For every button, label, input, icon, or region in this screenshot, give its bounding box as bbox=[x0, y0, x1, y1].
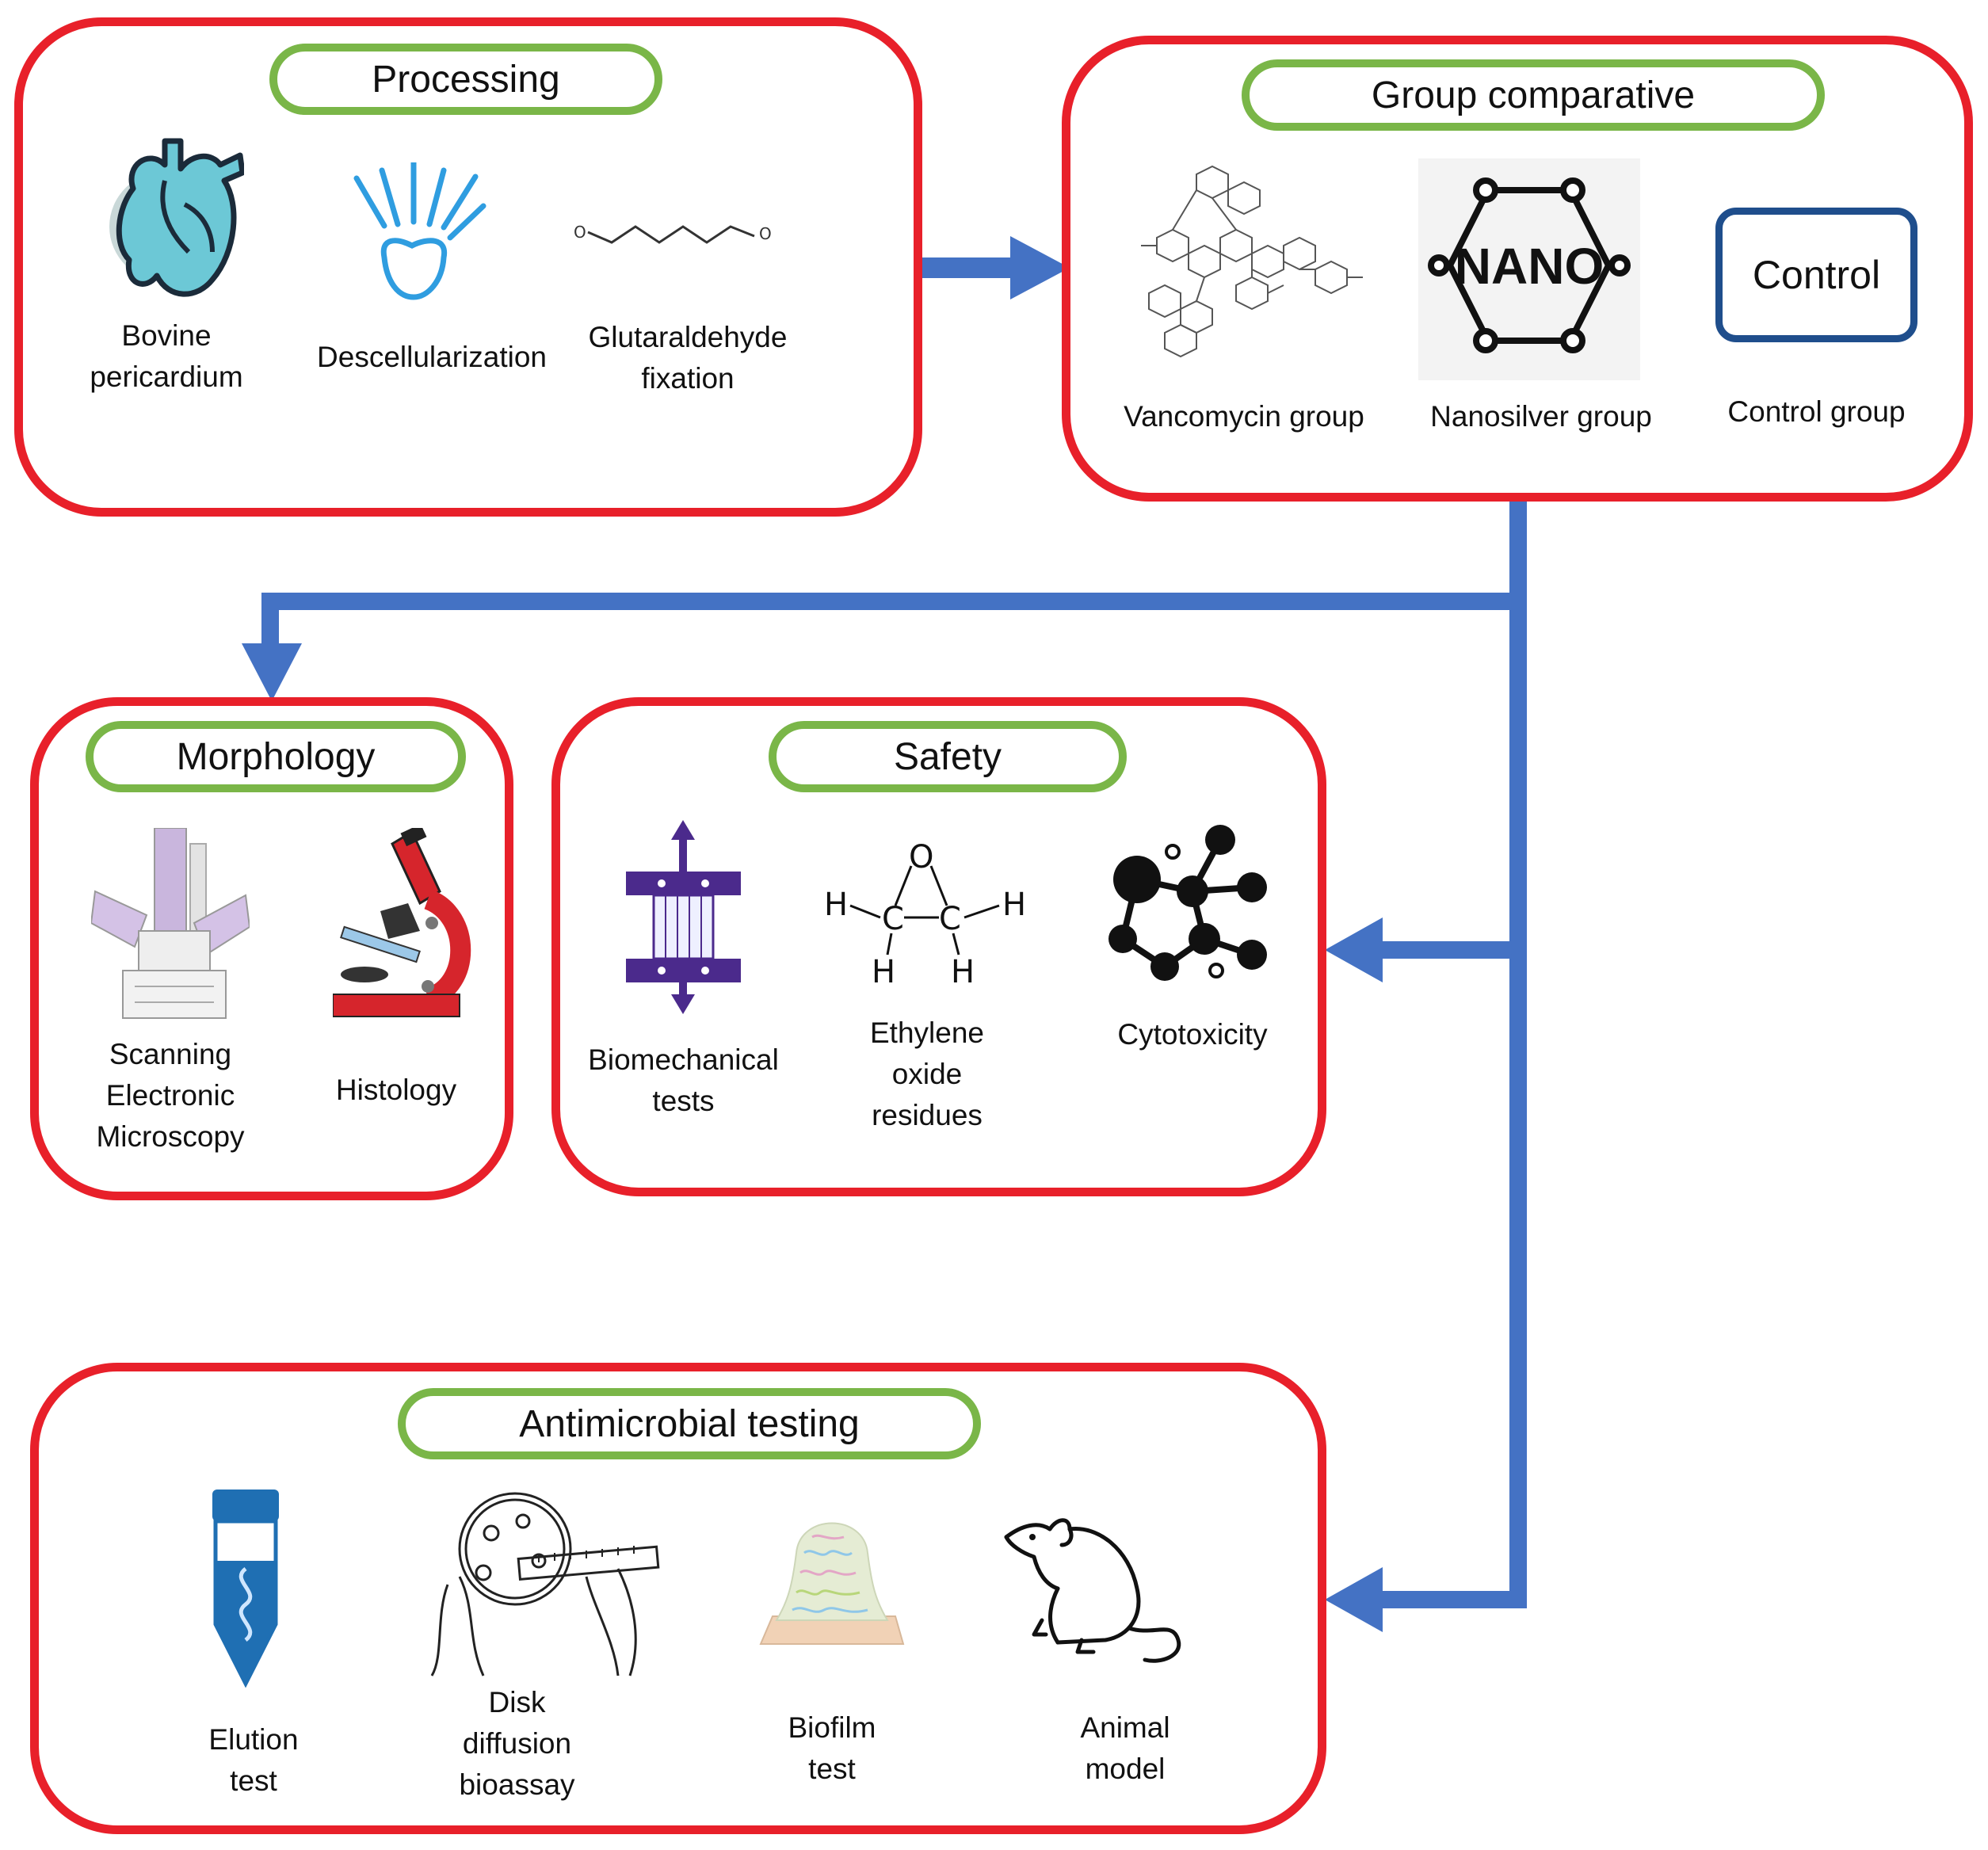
label-histology: Histology bbox=[335, 1074, 457, 1106]
label-descellularization: Descellularization bbox=[317, 341, 547, 373]
svg-text:H: H bbox=[872, 954, 895, 990]
group-comparative-title: Group comparative bbox=[1242, 59, 1825, 131]
label-scanning-electronic-microscopy: Scanning Electronic Microscopy bbox=[96, 1038, 245, 1153]
ethylene-oxide-icon: O H H C C H H bbox=[824, 839, 1026, 990]
flow-branch-top bbox=[261, 593, 1527, 610]
label-bovine-pericardium: Bovine pericardium bbox=[90, 319, 243, 393]
arrow-to-safety-head bbox=[1325, 917, 1383, 982]
safety-title: Safety bbox=[769, 721, 1127, 792]
svg-text:H: H bbox=[824, 887, 848, 923]
svg-text:O: O bbox=[909, 839, 933, 875]
svg-text:C: C bbox=[939, 901, 961, 937]
label-glutaraldehyde-fixation: Glutaraldehyde fixation bbox=[588, 321, 788, 395]
antimicrobial-title: Antimicrobial testing bbox=[398, 1388, 981, 1459]
biofilm-icon bbox=[759, 1522, 905, 1645]
heart-icon bbox=[109, 138, 244, 297]
control-box-icon: Control bbox=[1715, 208, 1917, 342]
svg-text:C: C bbox=[882, 901, 904, 937]
arrow-processing-to-group-head bbox=[1010, 236, 1070, 299]
label-vancomycin-group: Vancomycin group bbox=[1124, 400, 1364, 433]
arrow-to-antimicrobial-head bbox=[1325, 1567, 1383, 1632]
label-cytotoxicity: Cytotoxicity bbox=[1117, 1018, 1268, 1051]
nano-icon-text: NANO bbox=[1455, 238, 1604, 295]
vancomycin-molecule-icon bbox=[1141, 165, 1363, 358]
petri-dish-icon bbox=[430, 1492, 660, 1676]
microscope-icon bbox=[333, 828, 471, 1017]
svg-text:O: O bbox=[759, 224, 772, 243]
flow-trunk bbox=[1509, 499, 1527, 1608]
label-biomechanical-tests: Biomechanical tests bbox=[588, 1043, 779, 1117]
processing-title: Processing bbox=[269, 44, 662, 115]
svg-text:O: O bbox=[574, 223, 586, 242]
label-control-group: Control group bbox=[1727, 395, 1906, 428]
label-disk-diffusion-bioassay: Disk diffusion bioassay bbox=[459, 1686, 575, 1801]
flow-branch-antimicrobial bbox=[1379, 1591, 1527, 1608]
flow-branch-morphology-drop bbox=[261, 593, 279, 648]
flow-branch-safety bbox=[1379, 941, 1527, 959]
morphology-title: Morphology bbox=[86, 721, 466, 792]
arrow-processing-to-group-shaft bbox=[911, 257, 1022, 278]
cytotoxicity-molecule-icon bbox=[1108, 825, 1267, 981]
glutaraldehyde-molecule-icon: O O bbox=[574, 223, 772, 244]
electron-microscope-icon bbox=[91, 828, 250, 1019]
svg-text:H: H bbox=[1002, 887, 1026, 923]
svg-text:H: H bbox=[951, 954, 975, 990]
rat-icon bbox=[1004, 1518, 1181, 1663]
nano-icon: NANO bbox=[1418, 158, 1640, 380]
test-tube-icon bbox=[212, 1490, 279, 1688]
label-elution-test: Elution test bbox=[208, 1723, 299, 1797]
tensile-test-icon bbox=[626, 820, 741, 1014]
label-ethylene-oxide-residues: Ethylene oxide residues bbox=[870, 1017, 984, 1131]
label-nanosilver-group: Nanosilver group bbox=[1430, 400, 1652, 433]
arrow-to-morphology-head bbox=[242, 643, 302, 701]
decellularization-icon bbox=[353, 162, 487, 300]
label-biofilm-test: Biofilm test bbox=[788, 1711, 876, 1785]
label-animal-model: Animal model bbox=[1080, 1711, 1170, 1785]
